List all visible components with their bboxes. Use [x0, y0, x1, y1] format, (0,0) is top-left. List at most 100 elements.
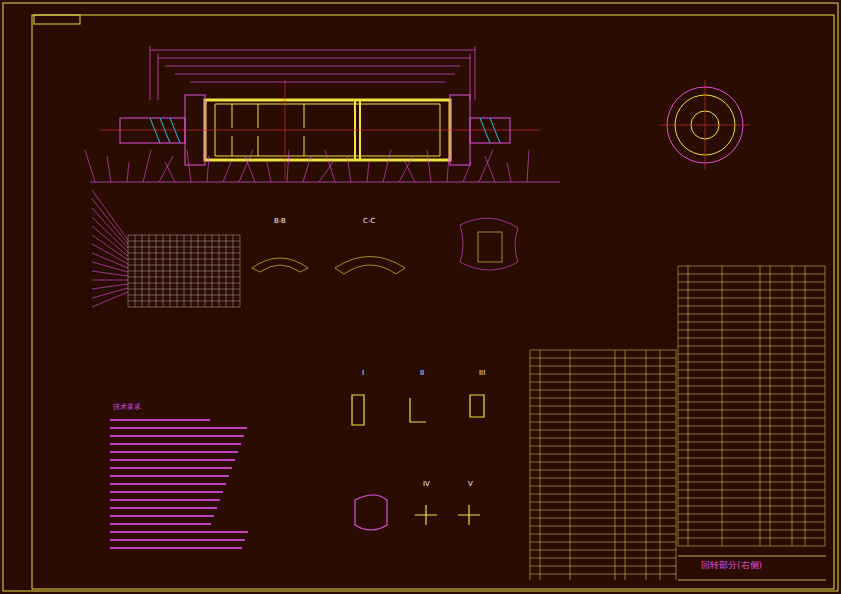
rule-line	[678, 474, 825, 475]
rule-line	[92, 190, 128, 240]
drum-assembly	[100, 80, 540, 180]
view-label: 技术要求	[112, 404, 142, 411]
rule-line	[678, 386, 825, 387]
rule-line	[110, 459, 235, 461]
rule-line	[110, 451, 238, 453]
rule-line	[530, 542, 676, 543]
rule-line	[212, 235, 213, 307]
rule-line	[233, 235, 234, 307]
rule-line	[530, 534, 676, 535]
rule-line	[678, 306, 825, 307]
rule-line	[530, 470, 676, 471]
rule-line	[107, 156, 111, 182]
rule-line	[530, 414, 676, 415]
rule-line	[678, 556, 826, 557]
rule-line	[92, 235, 128, 260]
rule-line	[530, 390, 676, 391]
rule-line	[805, 266, 806, 546]
rule-line	[678, 298, 825, 299]
rule-line	[92, 284, 128, 289]
rule-line	[770, 266, 771, 546]
rule-line	[530, 350, 531, 580]
rule-line	[110, 523, 211, 525]
rule-line	[678, 580, 826, 581]
rule-line	[135, 235, 136, 307]
corner-box	[34, 15, 80, 24]
rule-line	[540, 350, 541, 580]
rule-line	[678, 514, 825, 515]
rule-line	[625, 350, 626, 580]
rule-line	[530, 422, 676, 423]
rule-line	[530, 558, 676, 559]
rule-line	[678, 506, 825, 507]
rule-line	[688, 266, 689, 546]
rule-line	[678, 274, 825, 275]
rule-line	[165, 162, 175, 182]
rule-line	[92, 280, 128, 281]
rule-line	[678, 418, 825, 419]
rule-line	[530, 358, 676, 359]
rule-line	[678, 362, 825, 363]
rule-line	[570, 350, 571, 580]
rule-line	[530, 526, 676, 527]
rule-line	[530, 478, 676, 479]
rule-line	[159, 156, 173, 182]
view-label: IV	[422, 481, 431, 488]
rule-line	[530, 350, 676, 351]
rule-line	[92, 253, 128, 268]
view-label: V	[467, 481, 474, 488]
rule-line	[240, 235, 241, 307]
rule-line	[678, 378, 825, 379]
rule-line	[678, 522, 825, 523]
rule-line	[527, 150, 529, 182]
rule-line	[678, 410, 825, 411]
rule-line	[92, 292, 128, 307]
outer-frame	[3, 3, 838, 591]
rule-line	[245, 156, 255, 182]
rule-line	[530, 518, 676, 519]
rule-line	[367, 162, 369, 182]
rule-line	[110, 499, 220, 501]
rule-line	[678, 426, 825, 427]
rule-line	[383, 150, 391, 182]
rule-line	[678, 498, 825, 499]
rule-line	[530, 446, 676, 447]
view-label: B-B	[273, 218, 287, 225]
rule-line	[110, 515, 214, 517]
rule-line	[177, 235, 178, 307]
rule-line	[479, 150, 493, 182]
rule-line	[678, 282, 825, 283]
rule-line	[678, 530, 825, 531]
rule-line	[110, 547, 242, 549]
rule-line	[149, 235, 150, 307]
rule-line	[530, 454, 676, 455]
rule-line	[485, 156, 495, 182]
rule-line	[463, 162, 471, 182]
rule-line	[530, 398, 676, 399]
rule-line	[678, 290, 825, 291]
rule-line	[530, 502, 676, 503]
rule-line	[223, 162, 231, 182]
rule-line	[678, 442, 825, 443]
rule-line	[127, 162, 129, 182]
rule-line	[110, 507, 217, 509]
inner-frame	[32, 15, 834, 589]
rule-line	[447, 156, 449, 182]
rule-line	[191, 235, 192, 307]
rule-line	[187, 150, 191, 182]
title-block-text: 回转部分(右侧)	[700, 561, 763, 570]
rule-line	[507, 162, 511, 182]
rule-line	[676, 350, 677, 580]
rule-line	[287, 150, 289, 182]
rule-line	[142, 235, 143, 307]
rule-line	[207, 156, 209, 182]
callout-leaders	[85, 150, 529, 307]
rule-line	[678, 546, 825, 547]
rule-line	[303, 156, 311, 182]
tables	[110, 235, 826, 580]
rule-line	[92, 244, 128, 264]
rule-line	[319, 162, 333, 182]
rule-line	[678, 338, 825, 339]
rule-line	[170, 235, 171, 307]
detail-views	[352, 395, 484, 530]
